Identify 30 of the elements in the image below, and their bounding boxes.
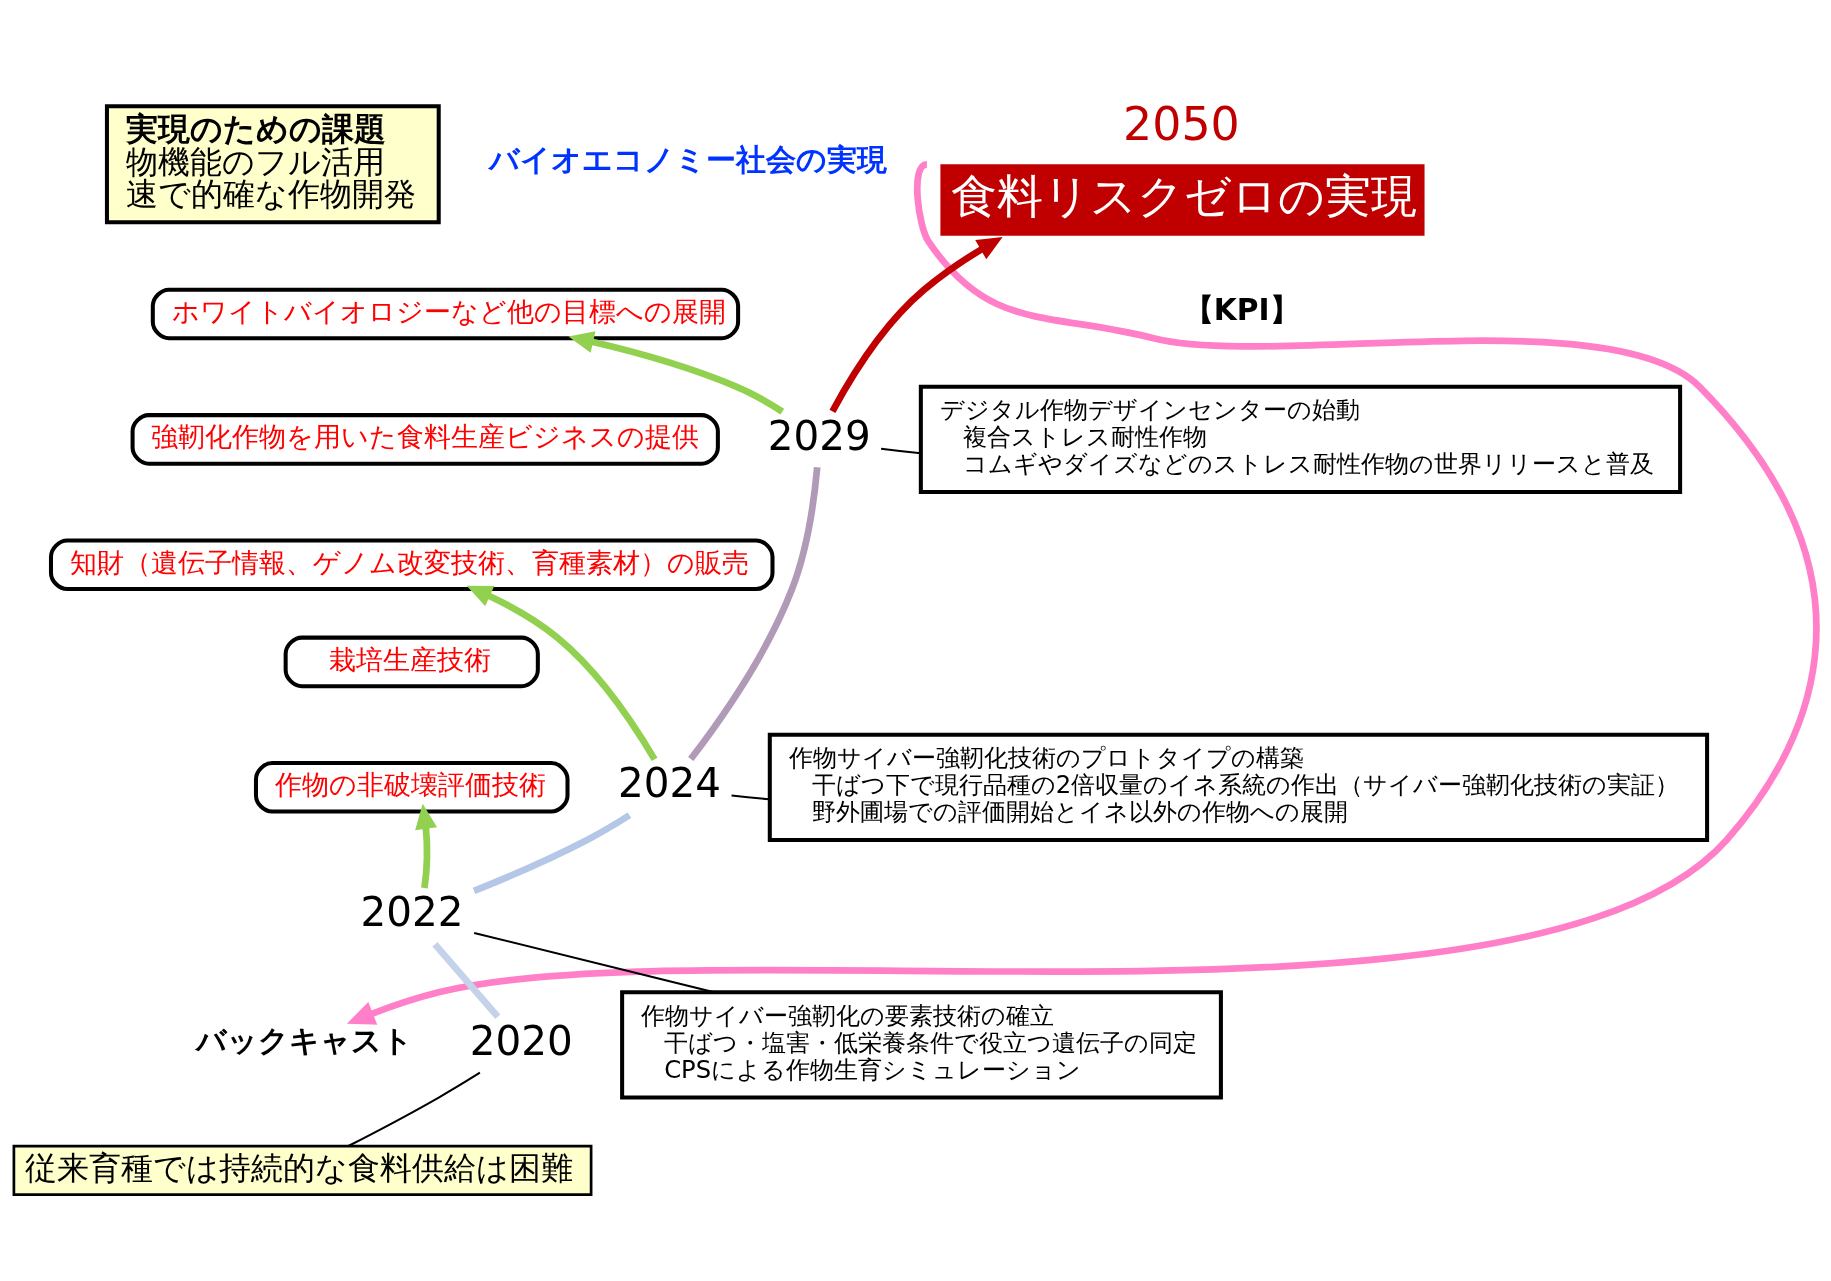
connector [731, 793, 770, 800]
connector [688, 466, 821, 761]
node-box: 栽培生産技術 [283, 635, 540, 688]
connector [432, 941, 501, 1019]
node-box: 強靭化作物を用いた食料生産ビジネスの提供 [130, 412, 720, 466]
label: バイオエコノミー社会の実現 [489, 141, 888, 177]
node-box: 知財（遺伝子情報、ゲノム改変技術、育種素材）の販売 [48, 538, 775, 591]
connector [472, 811, 632, 894]
connector [473, 931, 715, 993]
arrow [466, 585, 658, 761]
node-text: 2024 [618, 758, 721, 807]
node-text: 2029 [767, 411, 871, 459]
node-box: 作物サイバー強靭化技術のプロトタイプの構築 干ばつ下で現行品種の2倍収量のイネ系統の作出（サイバー強靭化技術の実証） 野外圃場での評価開始とイネ以外の作物への展開 [767, 732, 1710, 842]
node-text: 2022 [360, 887, 464, 936]
node-box: 作物サイバー強靭化の要素技術の確立 干ばつ・塩害・低栄養条件で役立つ遺伝子の同定 CPSによる作物生育シミュレーション [620, 989, 1223, 1100]
node-box: 実現のための課題 物機能のフル活用 速で的確な作物開発 [104, 103, 441, 224]
node-text: バックキャスト [195, 1022, 413, 1058]
node-box: 作物の非破壊評価技術 [253, 760, 570, 814]
node-text: 2020 [469, 1016, 573, 1065]
arrow [829, 236, 1003, 413]
arrow [568, 330, 785, 414]
arrow [415, 803, 438, 888]
node-box: 食料リスクゼロの実現 [940, 163, 1425, 236]
node-box: ホワイトバイオロジーなど他の目標への展開 [150, 287, 741, 340]
node-box: デジタル作物デザインセンターの始動 複合ストレス耐性作物 コムギやダイズなどのストレス耐性作物の世界リリースと普及 [918, 384, 1683, 494]
connector [880, 447, 921, 454]
connector [347, 1071, 481, 1147]
label: 【KPI】 [1183, 291, 1300, 327]
node-box: 従来育種では持続的な食料供給は困難 [12, 1144, 593, 1196]
node-label: 2050 [1123, 96, 1240, 151]
